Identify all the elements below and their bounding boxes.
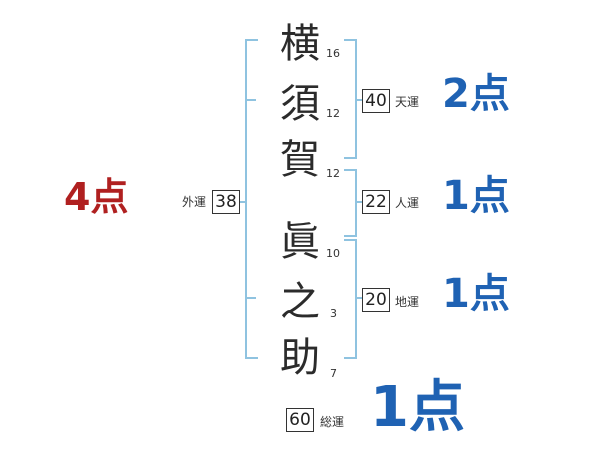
left-bracket bbox=[245, 39, 258, 359]
soukaku-score: 1点 bbox=[370, 375, 465, 440]
tenkaku-label: 天運 bbox=[395, 95, 420, 109]
name-char-1: 横 bbox=[280, 21, 320, 67]
jinkaku-bracket bbox=[344, 169, 362, 237]
jinkaku-label: 人運 bbox=[395, 196, 420, 210]
chikaku-value: 20 bbox=[362, 288, 390, 312]
tenkaku-score: 2点 bbox=[442, 71, 510, 117]
stroke-count-4: 10 bbox=[326, 247, 340, 260]
gaikaku-score: 4点 bbox=[64, 175, 129, 219]
stroke-count-5: 3 bbox=[330, 307, 337, 320]
name-char-6: 助 bbox=[280, 335, 320, 381]
jinkaku-score: 1点 bbox=[442, 173, 510, 219]
chikaku-score: 1点 bbox=[442, 271, 510, 317]
tenkaku-value: 40 bbox=[362, 89, 390, 113]
name-char-5: 之 bbox=[280, 279, 320, 325]
tenkaku-bracket bbox=[344, 39, 362, 159]
soukaku-label: 総運 bbox=[320, 415, 345, 429]
stroke-count-3: 12 bbox=[326, 167, 340, 180]
name-char-4: 眞 bbox=[280, 219, 320, 265]
stroke-count-2: 12 bbox=[326, 107, 340, 120]
soukaku-value: 60 bbox=[286, 408, 314, 432]
chikaku-bracket bbox=[344, 239, 362, 359]
stroke-count-1: 16 bbox=[326, 47, 340, 60]
name-char-2: 須 bbox=[280, 81, 320, 127]
gaikaku-value: 38 bbox=[212, 190, 240, 214]
name-char-3: 賀 bbox=[280, 137, 320, 183]
stroke-count-6: 7 bbox=[330, 367, 337, 380]
chikaku-label: 地運 bbox=[395, 295, 420, 309]
gaikaku-label: 外運 bbox=[182, 195, 207, 209]
jinkaku-value: 22 bbox=[362, 190, 390, 214]
